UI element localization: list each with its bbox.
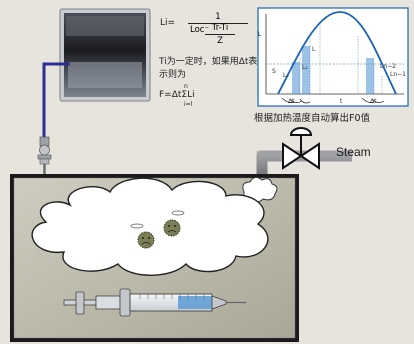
sensor-wire: [42, 62, 70, 138]
graph-label-start: S: [272, 68, 276, 75]
graph-label-t: t: [340, 98, 343, 105]
germ-icon: [137, 231, 155, 249]
graph-label-l1: L₁: [283, 72, 289, 79]
graph-y-label: L: [258, 31, 262, 38]
formula-subfraction: Tr-Ti Z: [205, 23, 235, 46]
graph-label-dt-left: Δt: [288, 98, 295, 105]
formula-li: Li=: [160, 18, 176, 28]
f0-graph: [257, 7, 409, 107]
steam-valve-icon[interactable]: [282, 127, 320, 170]
halo-icon: [130, 210, 185, 229]
formula-sigma-lower: i=l: [184, 101, 193, 108]
graph-curve-label: L: [312, 46, 316, 53]
graph-label-ln2: Ln−2: [380, 63, 396, 70]
germ-icon: [163, 219, 181, 237]
formula-fraction: 1 Loc⁻: [188, 12, 248, 35]
formula-sub-denominator: Z: [217, 36, 223, 46]
graph-label-ln1: Ln−1: [390, 71, 406, 78]
f0-caption: 根据加热温度自动算出F0值: [254, 113, 371, 124]
formula-sub-numerator: Tr-Ti: [211, 23, 229, 33]
steam-cloud: [31, 177, 269, 276]
formula-description: Ti为一定时，如果用Δt表示则为: [159, 57, 258, 80]
steam-label: Steam: [336, 145, 371, 159]
graph-label-l2: L₂: [302, 64, 308, 71]
formula-sigma-upper: n: [184, 83, 188, 90]
syringe-icon: [63, 288, 246, 317]
formula-numerator: 1: [215, 12, 221, 22]
graph-label-dt-right: Δt: [370, 98, 377, 105]
temperature-probe: [37, 136, 52, 192]
formula-denominator-prefix: Loc⁻: [190, 25, 209, 35]
formula-f-sum: F=ΔtΣLi: [159, 90, 195, 100]
recorder-device: [59, 8, 151, 102]
